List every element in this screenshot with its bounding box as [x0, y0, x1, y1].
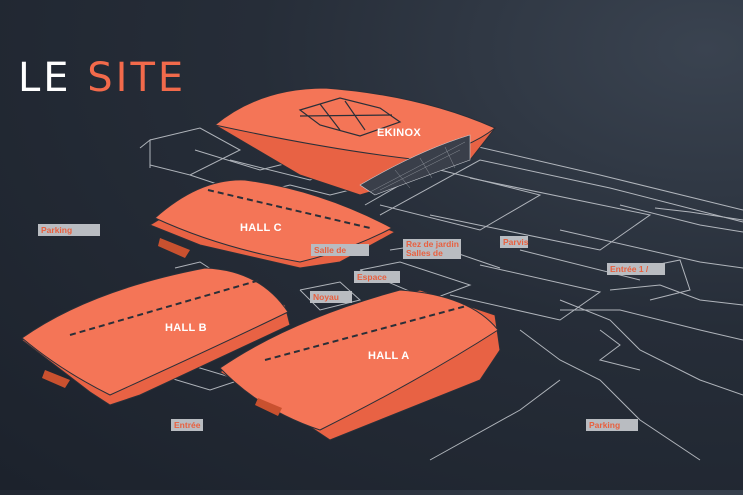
page-title: LE SITE [18, 58, 186, 98]
title-part1: LE [18, 55, 72, 101]
parking-left-tag[interactable]: Parking [38, 224, 100, 236]
parvis-tag[interactable]: Parvis [500, 236, 529, 248]
parking-right-tag[interactable]: Parking [586, 419, 638, 431]
entree-right-tag[interactable]: Entrée 1 / [607, 263, 665, 275]
title-part2: SITE [87, 55, 187, 101]
ekinox-building [213, 87, 496, 196]
hall-c-label: HALL C [240, 222, 282, 234]
hall-b-label: HALL B [165, 322, 207, 334]
rez-line1: Rez de jardin [406, 239, 459, 249]
salle-tag[interactable]: Salle de [311, 244, 369, 256]
hall-b-building [21, 267, 291, 406]
hall-a-label: HALL A [368, 350, 410, 362]
espace-tag[interactable]: Espace [354, 271, 400, 283]
rez-line2: Salles de [406, 248, 443, 258]
noyau-tag[interactable]: Noyau [310, 291, 352, 303]
entree-bottom-tag[interactable]: Entrée [171, 419, 203, 431]
ekinox-label: EKINOX [377, 127, 421, 139]
hall-a-building [219, 289, 501, 441]
